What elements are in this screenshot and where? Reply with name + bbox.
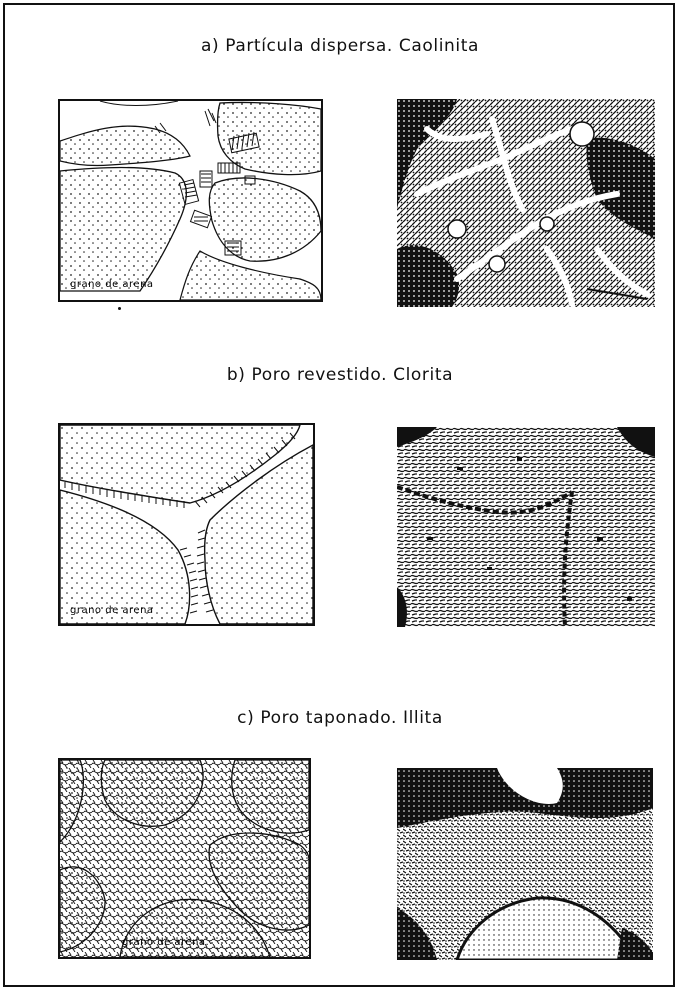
sketch-label-kaolinite: grano de arena bbox=[70, 279, 154, 290]
sketch-illite-drawing: grano de arena. bbox=[60, 760, 309, 957]
sketch-chlorite-drawing: grano de arena bbox=[60, 425, 313, 624]
sketch-label-illite: grano de arena. bbox=[122, 937, 209, 948]
stray-dot bbox=[118, 307, 121, 310]
sketch-kaolinite-dispersed-particle: grano de arena bbox=[58, 99, 323, 302]
sketch-label-chlorite: grano de arena bbox=[70, 605, 154, 616]
micrograph-illite-image bbox=[397, 768, 653, 960]
caption-kaolinite: a) Partícula dispersa. Caolinita bbox=[0, 36, 680, 56]
micrograph-kaolinite-image bbox=[397, 99, 655, 307]
sketch-illite-plugged-pore: grano de arena. bbox=[58, 758, 311, 959]
caption-illite: c) Poro taponado. Illita bbox=[0, 708, 680, 728]
sketch-kaolinite-drawing: grano de arena bbox=[60, 101, 321, 300]
micrograph-illite bbox=[397, 768, 653, 960]
sketch-chlorite-coated-pore: grano de arena bbox=[58, 423, 315, 626]
micrograph-kaolinite bbox=[397, 99, 655, 307]
micrograph-chlorite-image bbox=[397, 427, 655, 627]
micrograph-chlorite bbox=[397, 427, 655, 627]
caption-chlorite: b) Poro revestido. Clorita bbox=[0, 365, 680, 385]
